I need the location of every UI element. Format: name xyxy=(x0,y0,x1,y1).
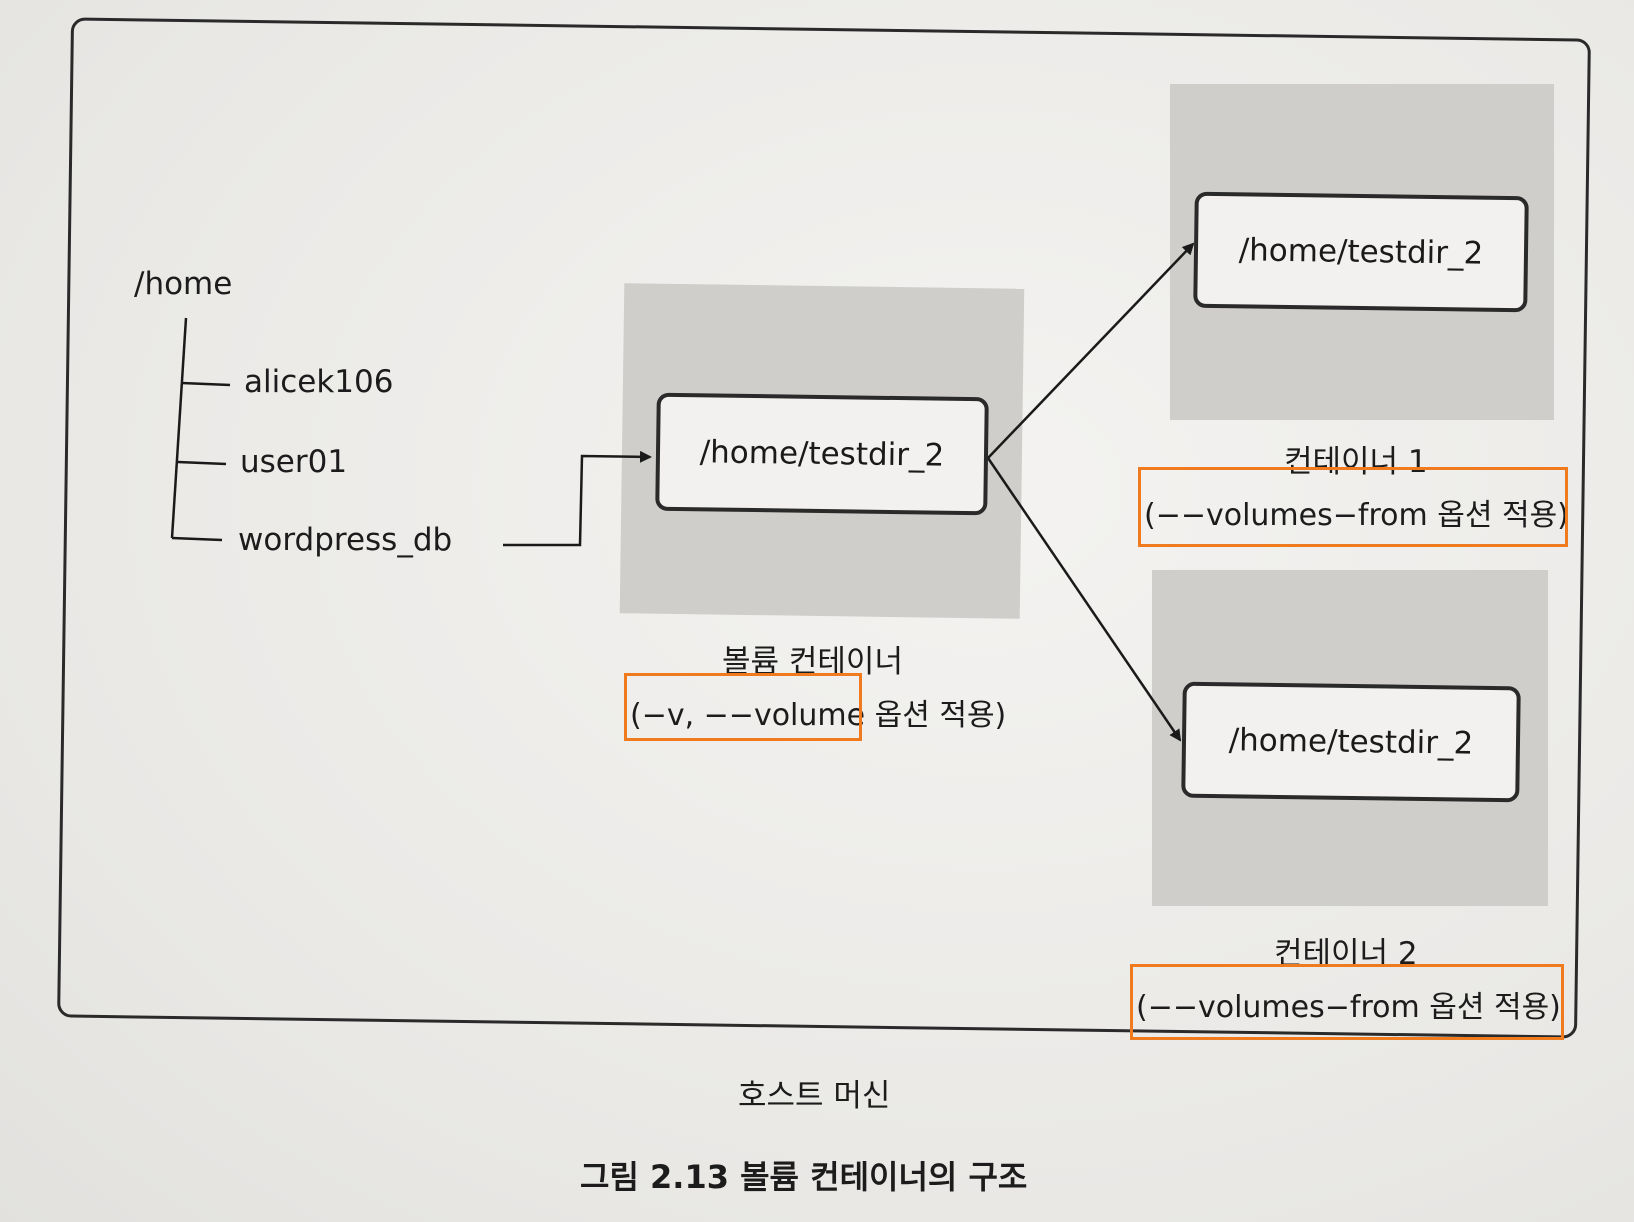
container1-option: (−−volumes−from 옵션 적용) xyxy=(1144,498,1569,533)
mount-arrow xyxy=(503,450,652,547)
tree-item-user01: user01 xyxy=(240,444,348,480)
container2-option: (−−volumes−from 옵션 적용) xyxy=(1136,990,1561,1025)
container1-path: /home/testdir_2 xyxy=(1238,232,1484,272)
container2-path: /home/testdir_2 xyxy=(1228,722,1474,762)
tree-item-alicek106: alicek106 xyxy=(244,364,394,400)
container2-path-box: /home/testdir_2 xyxy=(1181,681,1521,803)
volume-option-highlight xyxy=(624,673,862,741)
container1-path-box: /home/testdir_2 xyxy=(1193,191,1529,313)
volume-container-path: /home/testdir_2 xyxy=(699,434,945,474)
host-machine-label: 호스트 머신 xyxy=(738,1078,891,1114)
tree-item-wordpress-db: wordpress_db xyxy=(238,522,453,558)
tree-root-label: /home xyxy=(134,266,233,302)
container1-name: 컨테이너 1 xyxy=(1284,444,1428,480)
container2-option-highlight xyxy=(1130,964,1564,1040)
volume-container-path-box: /home/testdir_2 xyxy=(655,392,989,516)
arrow-to-container1 xyxy=(987,242,1195,459)
tree-connector xyxy=(170,317,231,542)
volume-container-option: (−v, −−volume 옵션 적용) xyxy=(630,698,1007,733)
figure-caption: 그림 2.13 볼륨 컨테이너의 구조 xyxy=(580,1158,1028,1196)
container1-option-highlight xyxy=(1138,467,1568,547)
arrow-to-container2 xyxy=(986,457,1182,742)
